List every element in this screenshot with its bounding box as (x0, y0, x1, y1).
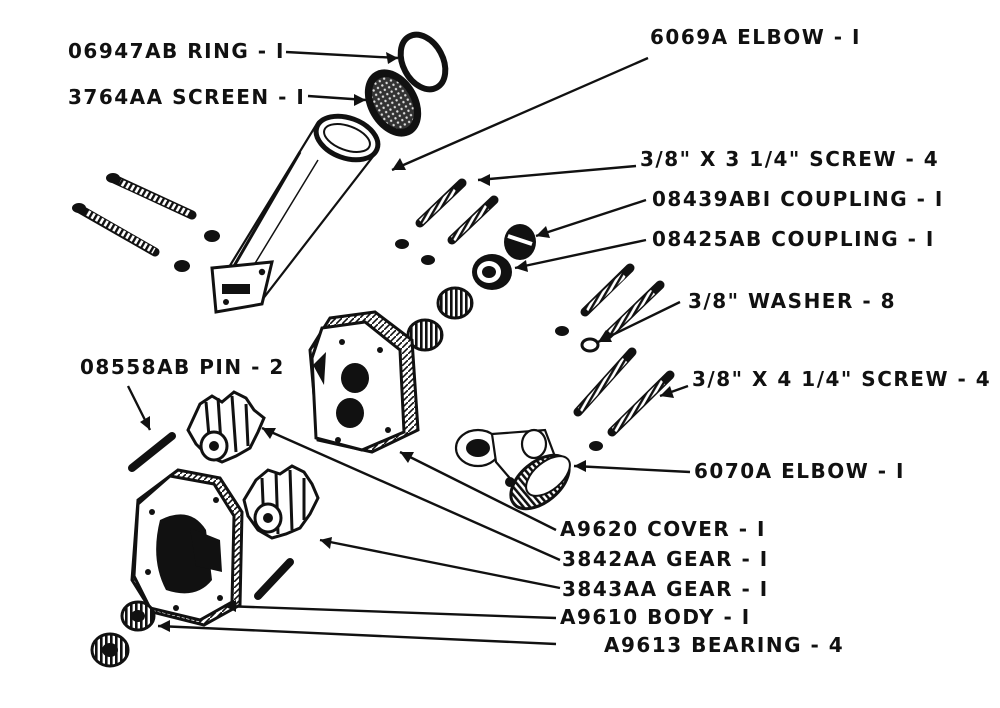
label-cover: A9620 COVER - I (560, 517, 766, 541)
leader-gear-3843 (319, 538, 561, 590)
arrowhead-washer (598, 330, 612, 342)
coupling-08425-part (472, 254, 512, 290)
bearings-lower (90, 600, 156, 668)
leader-ring (285, 50, 399, 60)
coupling-08439-part (504, 224, 536, 260)
gear-3842-part (186, 390, 266, 464)
gear-3843-part (242, 464, 320, 540)
label-ring: 06947AB RING - I (68, 39, 285, 63)
leader-washer (597, 300, 681, 344)
label-bearing: A9613 BEARING - 4 (604, 633, 844, 657)
arrowhead-gear-3843 (320, 537, 332, 549)
leader-elbow-6069a (391, 56, 649, 172)
label-body: A9610 BODY - I (560, 605, 751, 629)
pin-right (254, 558, 294, 600)
label-screen: 3764AA SCREEN - I (68, 85, 305, 109)
elbow-6069a-part (210, 113, 381, 314)
arrowhead-body (224, 600, 236, 612)
label-screw-4-25: 3/8" X 4 1/4" SCREW - 4 (692, 367, 991, 391)
leader-body (223, 604, 557, 620)
label-washer: 3/8" WASHER - 8 (688, 289, 896, 313)
arrowhead-bearing (158, 620, 170, 632)
leader-gear-3842 (261, 426, 561, 562)
cover-part (308, 310, 420, 454)
pin-left (128, 432, 176, 472)
leader-elbow-6070a (573, 464, 691, 474)
label-elbow-6070a: 6070A ELBOW - I (694, 459, 905, 483)
body-part (130, 468, 244, 627)
screws-4-25-part (573, 347, 675, 451)
screws-and-washers-right (555, 263, 665, 353)
label-coupling-08425: 08425AB COUPLING - I (652, 227, 935, 251)
label-pin: 08558AB PIN - 2 (80, 355, 285, 379)
arrowhead-ring (386, 52, 398, 64)
elbow-6070a-part (454, 428, 571, 511)
arrowhead-screw-3-25 (478, 174, 490, 186)
label-screw-3-25: 3/8" X 3 1/4" SCREW - 4 (640, 147, 939, 171)
leader-screw-3-25 (477, 164, 637, 182)
label-elbow-6069a: 6069A ELBOW - I (650, 25, 861, 49)
label-gear-3842: 3842AA GEAR - I (562, 547, 769, 571)
arrowhead-coupling-08439 (536, 226, 550, 238)
bearings-upper (406, 286, 474, 352)
leader-coupling-08439 (535, 198, 647, 238)
label-coupling-08439: 08439ABI COUPLING - I (652, 187, 944, 211)
label-gear-3843: 3843AA GEAR - I (562, 577, 769, 601)
arrowhead-coupling-08425 (515, 260, 528, 272)
arrowhead-elbow-6069a (392, 158, 406, 170)
ring-part (397, 31, 449, 93)
leader-coupling-08425 (514, 238, 647, 270)
arrowhead-elbow-6070a (574, 460, 586, 472)
leader-cover (399, 450, 557, 532)
leader-lines (126, 50, 691, 646)
arrowhead-pin (140, 416, 150, 430)
part-labels: 06947AB RING - I 3764AA SCREEN - I 6069A… (68, 25, 991, 657)
arrowhead-cover (400, 452, 414, 463)
screen-part (364, 69, 422, 137)
screws-3-25-part (395, 178, 499, 265)
leader-bearing (157, 624, 557, 646)
long-screws-left (72, 173, 220, 272)
arrowhead-screw-4-25 (660, 386, 674, 398)
arrowhead-screen (354, 94, 366, 106)
arrowhead-gear-3842 (262, 428, 276, 439)
